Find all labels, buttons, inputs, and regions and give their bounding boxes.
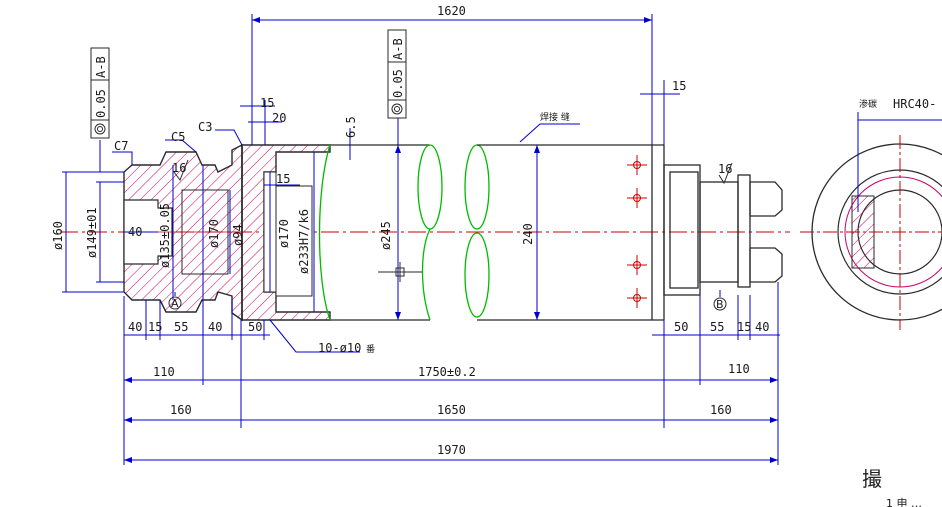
dim-15-bore: 15: [276, 172, 290, 186]
dim-b-r55: 55: [710, 320, 724, 334]
tolerance-frame-left: 0.05 A-B: [90, 47, 110, 139]
right-shaft: [663, 164, 783, 296]
dim-c3: C3: [198, 120, 212, 134]
dim-row2-right: 110: [728, 362, 750, 376]
svg-text:B: B: [716, 298, 724, 311]
dim-15-flange: 15: [260, 96, 274, 110]
dim-b-r15: 15: [737, 320, 751, 334]
dim-6-5: 6.5: [344, 116, 358, 138]
svg-text:A: A: [171, 297, 179, 310]
dim-b-55: 55: [174, 320, 188, 334]
weld-note: 焊接 缝: [540, 111, 570, 123]
bolt-holes: [627, 155, 647, 308]
left-shaft: [123, 143, 243, 322]
dim-dia-170-b: ø170: [277, 219, 291, 248]
side-view: 渗碳 HRC40-: [800, 97, 942, 330]
dim-15-top-right: 15: [672, 79, 686, 93]
datum-b-marker: B: [713, 297, 727, 311]
arrow-heads: [124, 17, 778, 463]
dim-row4-total: 1970: [437, 443, 466, 457]
dim-dia-160: ø160: [51, 221, 65, 250]
dim-b-r50: 50: [674, 320, 688, 334]
dim-b-r40: 40: [755, 320, 769, 334]
svg-text:A-B: A-B: [94, 56, 108, 78]
center-mark: [378, 262, 422, 282]
datum-a-marker: A: [168, 296, 182, 310]
dimension-lines: [62, 14, 780, 465]
holes-note: 10-ø10: [318, 341, 361, 355]
dim-1620: 1620: [437, 4, 466, 18]
dim-b-50: 50: [248, 320, 262, 334]
dim-row3-right: 160: [710, 403, 732, 417]
dim-c5: C5: [171, 130, 185, 144]
dim-c7: C7: [114, 139, 128, 153]
roughness-left: 16: [172, 161, 186, 175]
dim-b-40b: 40: [208, 320, 222, 334]
dim-row2-mid: 1750±0.2: [418, 365, 476, 379]
dim-row3-left: 160: [170, 403, 192, 417]
roughness-right: 16: [718, 162, 732, 176]
bottom-char: 撮: [862, 467, 882, 491]
bottom-partial: 1 申 …: [886, 497, 922, 507]
dim-dia-245: ø245: [379, 221, 393, 250]
dim-dia-94: ø94: [231, 224, 245, 246]
dim-dia-135: ø135±0.05: [158, 203, 172, 268]
dim-240: 240: [521, 223, 535, 245]
hardness-prefix: 渗碳: [859, 98, 877, 110]
roughness-symbols: [173, 159, 733, 185]
dim-dia-233: ø233H7/k6: [297, 209, 311, 274]
svg-text:0.05: 0.05: [391, 69, 405, 98]
dim-40-left: 40: [128, 225, 142, 239]
holes-suffix: 番: [366, 343, 375, 355]
dim-b-40: 40: [128, 320, 142, 334]
dim-row2-left: 110: [153, 365, 175, 379]
tolerance-frame-right: 0.05 A-B: [387, 29, 407, 119]
dim-row3-mid: 1650: [437, 403, 466, 417]
hardness-label: HRC40-: [893, 97, 936, 111]
dim-20-flange: 20: [272, 111, 286, 125]
drum-left-section: [318, 144, 443, 321]
dimension-text: 1620 15 15 20 C3 C5 C7 16 16 6.5 15 ø160…: [51, 4, 922, 507]
dim-dia-149: ø149±01: [85, 207, 99, 258]
svg-text:0.05: 0.05: [94, 89, 108, 118]
dim-b-15: 15: [148, 320, 162, 334]
svg-text:A-B: A-B: [391, 38, 405, 60]
dim-dia-170-a: ø170: [207, 219, 221, 248]
